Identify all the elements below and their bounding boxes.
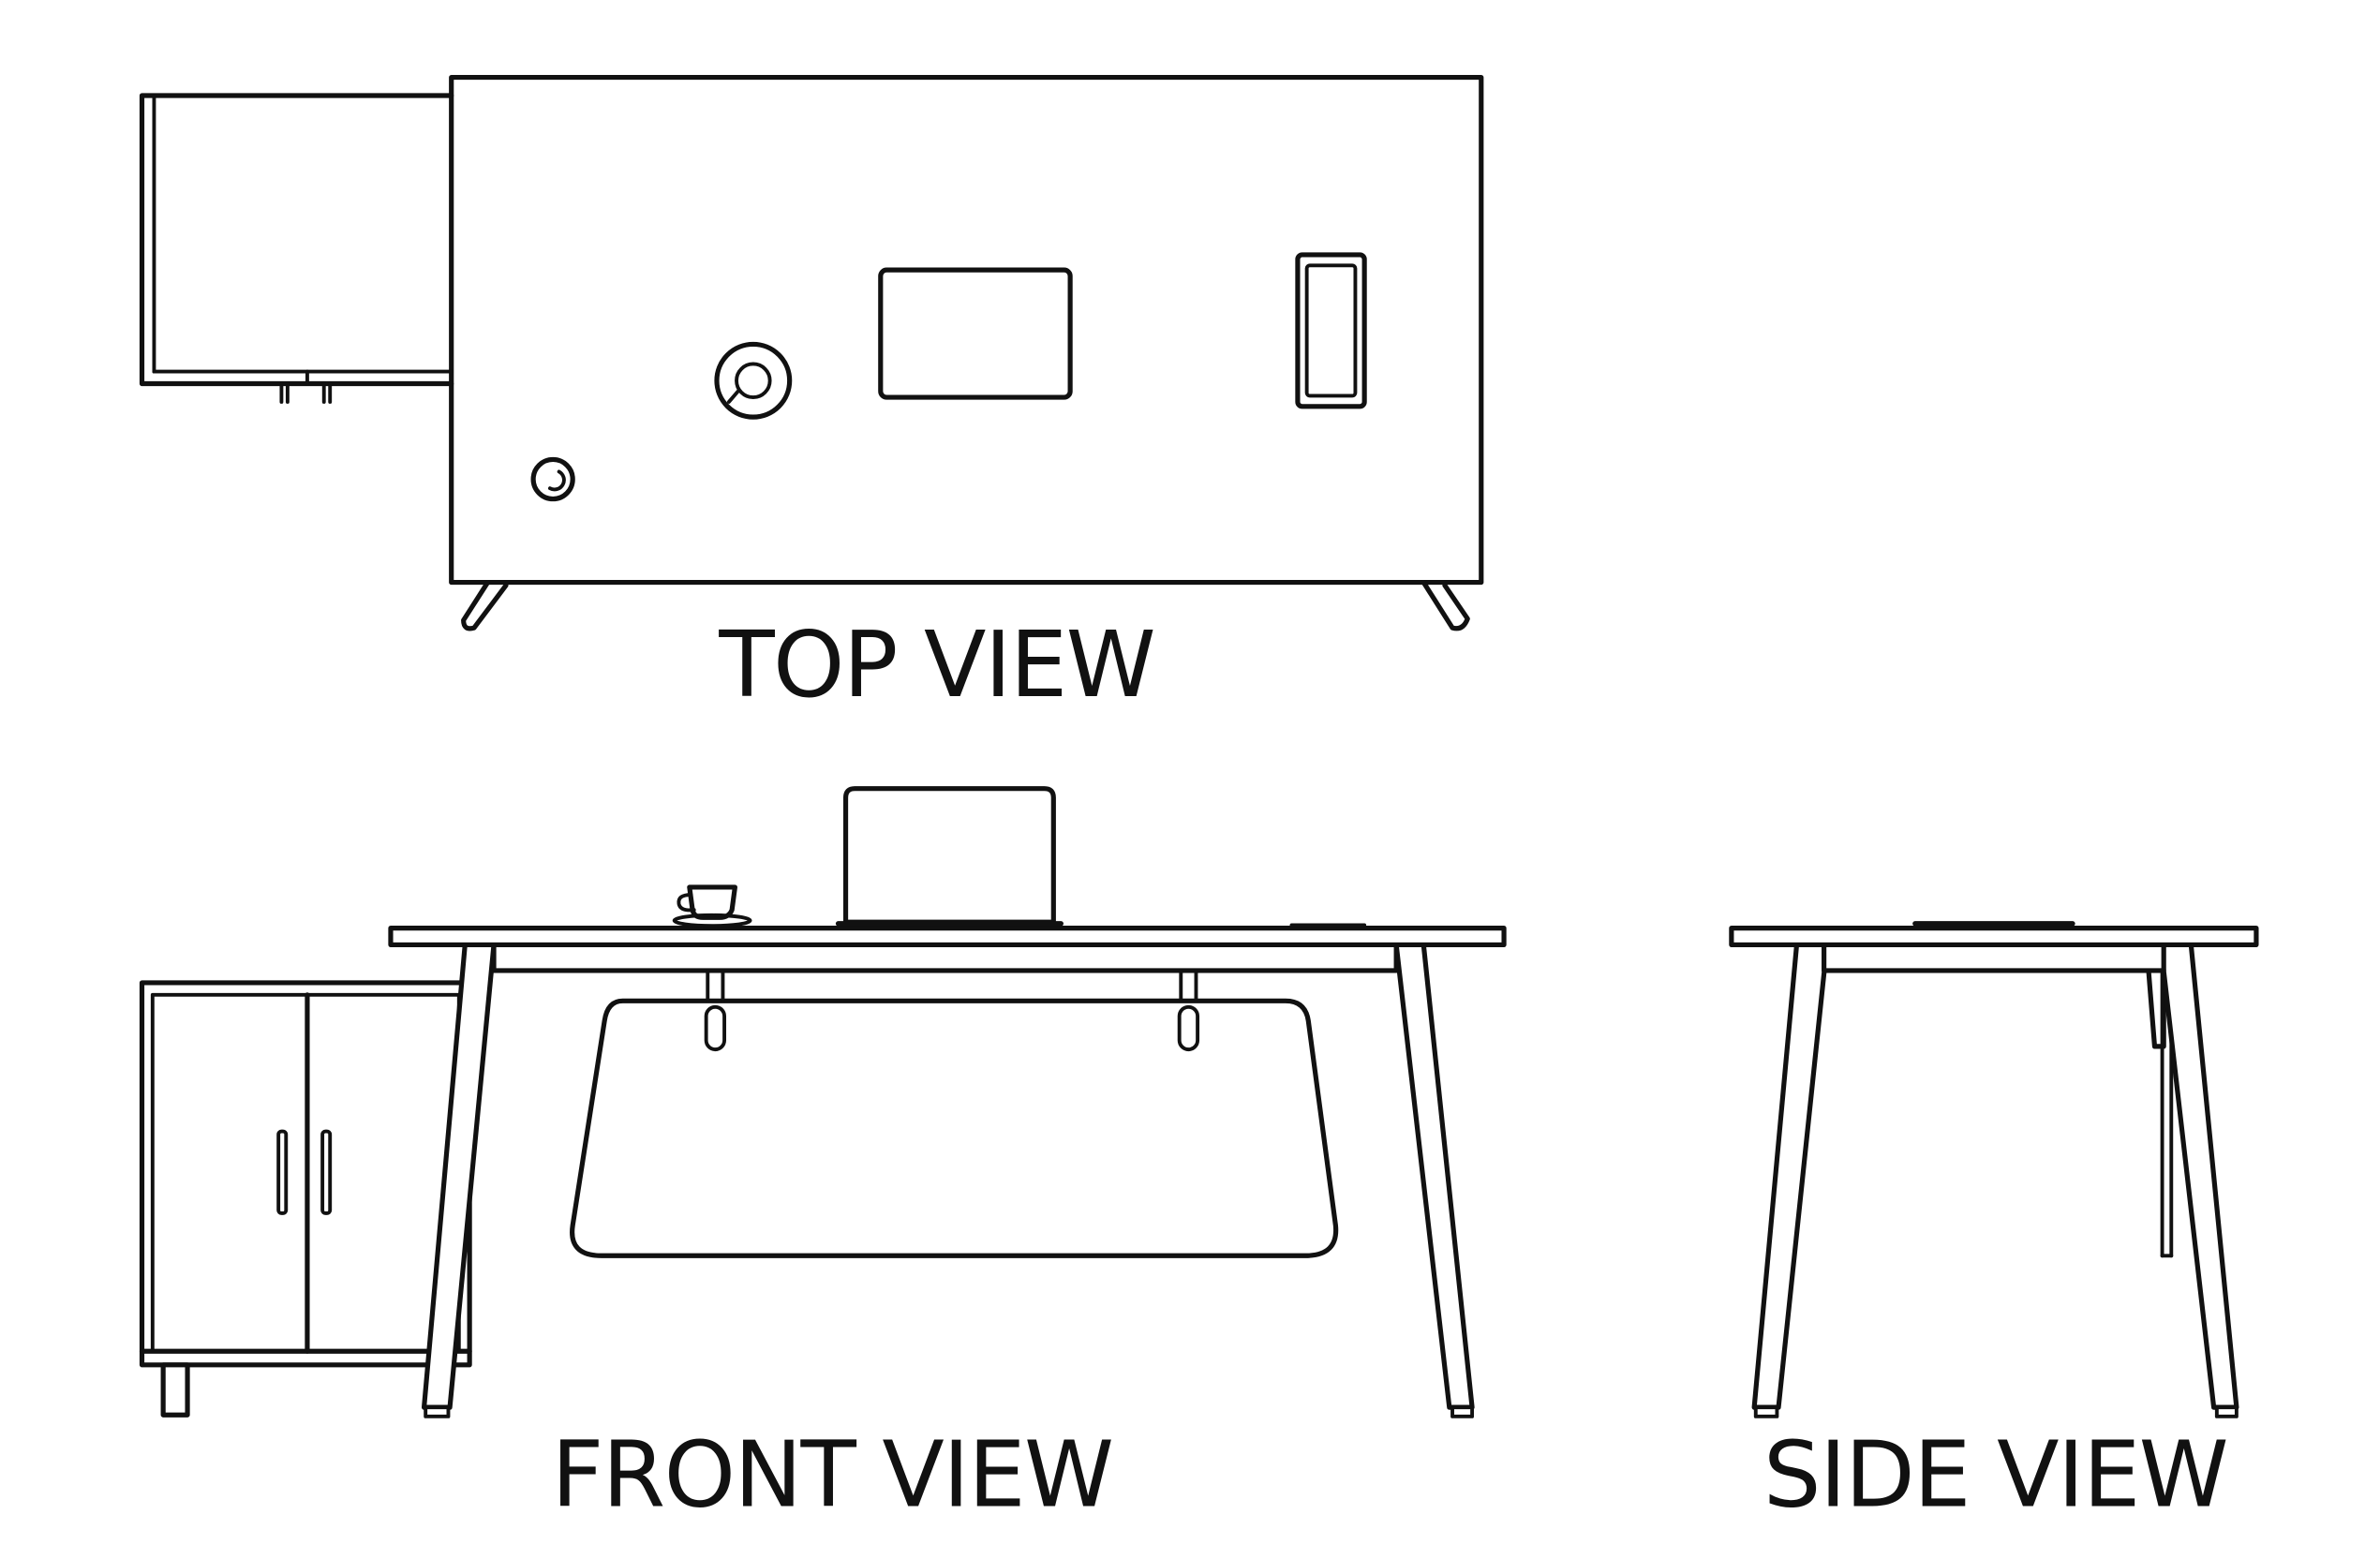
side-view-label: SIDE VIEW (1763, 1421, 2227, 1527)
front-right-leg (1393, 942, 1475, 1410)
cabinet-foot (160, 1362, 190, 1418)
front-panel-hangers (704, 969, 1200, 1052)
top-desk-surface (449, 74, 1484, 586)
top-charging-pad (1295, 252, 1367, 409)
front-cup-icon (672, 884, 752, 928)
front-view-label: FRONT VIEW (552, 1421, 1113, 1527)
side-desk-surface (1729, 926, 2259, 948)
front-view: FRONT VIEW (139, 786, 1507, 1527)
top-laptop (878, 267, 1073, 400)
front-laptop (835, 786, 1064, 927)
front-modesty-panel (570, 998, 1339, 1258)
cabinet-left-handle (276, 1129, 289, 1215)
top-view: TOP VIEW (139, 74, 1484, 718)
top-right-leg (1421, 579, 1470, 631)
side-left-leg (1751, 942, 1830, 1410)
front-apron (491, 942, 1399, 973)
cabinet-right-handle (320, 1129, 333, 1215)
side-apron (1822, 942, 2166, 973)
side-view: SIDE VIEW (1729, 921, 2259, 1527)
top-left-leg (461, 579, 509, 631)
top-cup-icon (714, 341, 793, 420)
front-cabinet (139, 980, 472, 1418)
top-cabinet (139, 93, 454, 404)
top-grommet-icon (530, 456, 575, 502)
top-view-label: TOP VIEW (718, 612, 1154, 718)
front-desk-surface (388, 926, 1507, 948)
